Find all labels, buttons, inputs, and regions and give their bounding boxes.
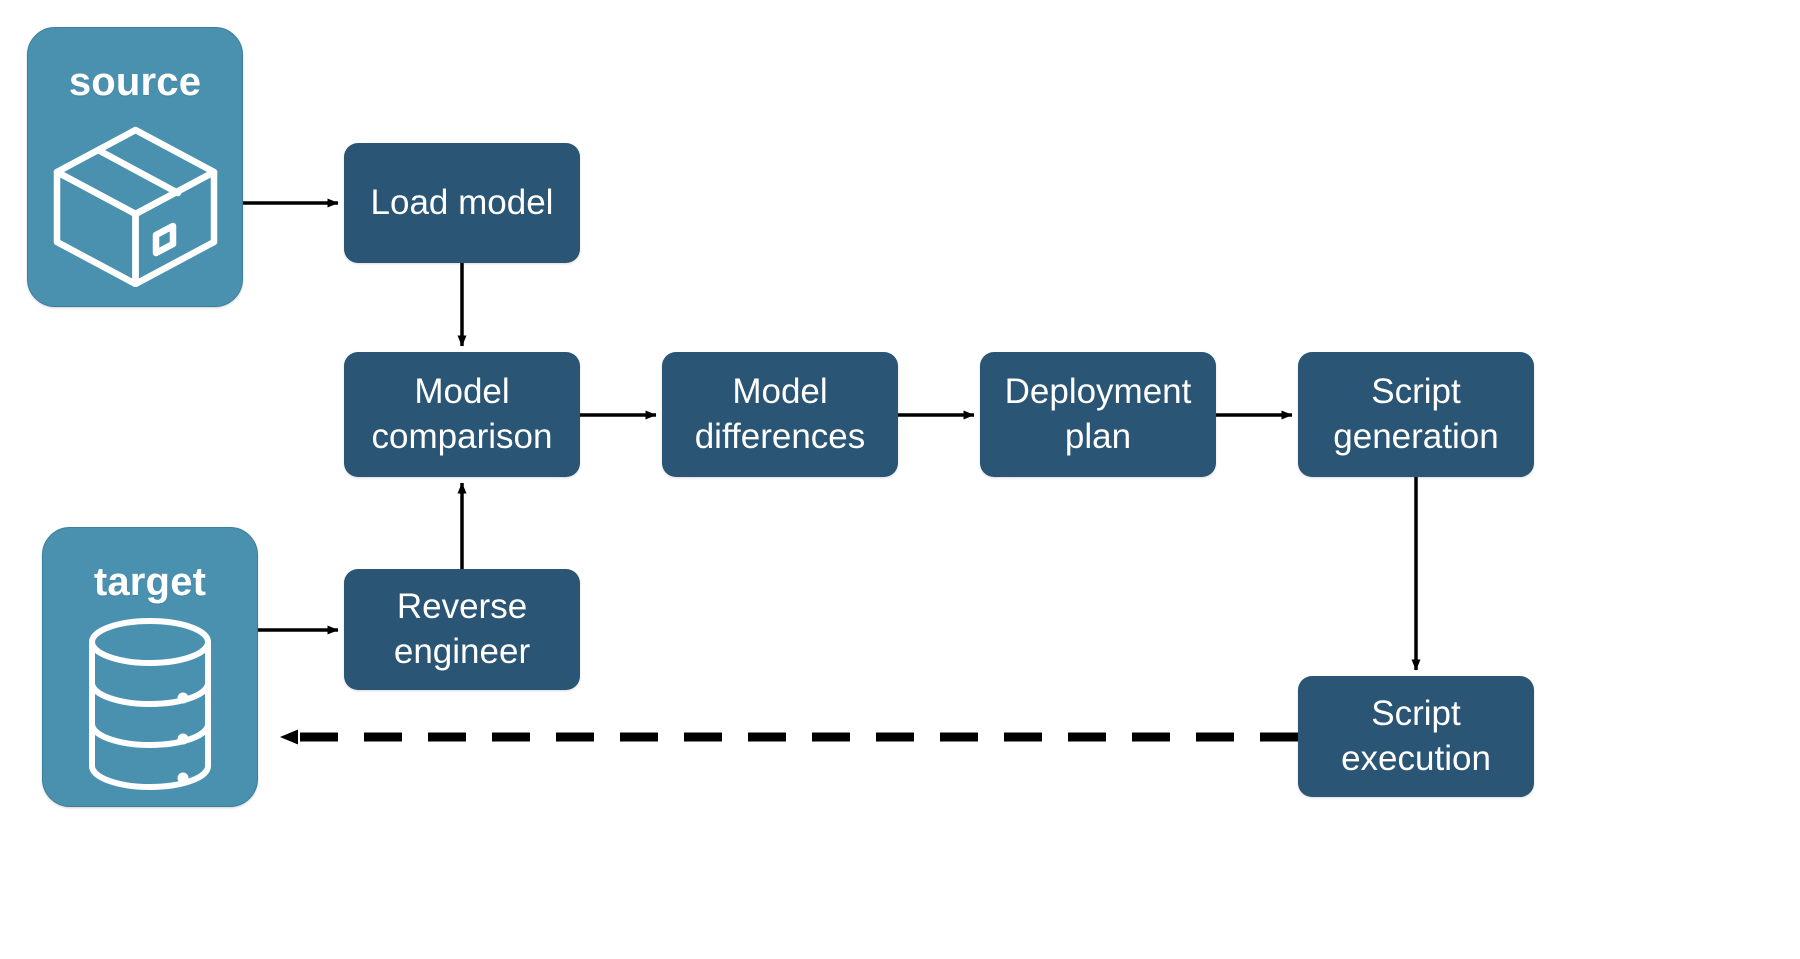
node-label-model-comparison: Model comparison: [371, 371, 553, 456]
database-cylinder-icon: [43, 602, 257, 806]
node-label-deployment-plan: Deployment plan: [1004, 371, 1192, 456]
process-node-deployment-plan[interactable]: Deployment plan: [980, 352, 1216, 477]
node-label-model-differences: Model differences: [694, 371, 866, 456]
endpoint-card-target[interactable]: target: [42, 527, 258, 807]
node-label-script-generation: Script generation: [1333, 371, 1499, 456]
node-label-load-model: Load model: [370, 182, 554, 222]
package-box-icon: [28, 102, 242, 306]
endpoint-card-source[interactable]: source: [27, 27, 243, 307]
process-node-reverse-engineer[interactable]: Reverse engineer: [344, 569, 580, 690]
process-node-script-execution[interactable]: Script execution: [1298, 676, 1534, 797]
process-node-model-differences[interactable]: Model differences: [662, 352, 898, 477]
endpoint-label-target: target: [93, 560, 207, 604]
node-label-script-execution: Script execution: [1341, 693, 1491, 778]
endpoint-label-source: source: [68, 60, 202, 104]
node-label-reverse-engineer: Reverse engineer: [393, 586, 531, 671]
process-node-model-comparison[interactable]: Model comparison: [344, 352, 580, 477]
process-node-load-model[interactable]: Load model: [344, 143, 580, 263]
process-node-script-generation[interactable]: Script generation: [1298, 352, 1534, 477]
